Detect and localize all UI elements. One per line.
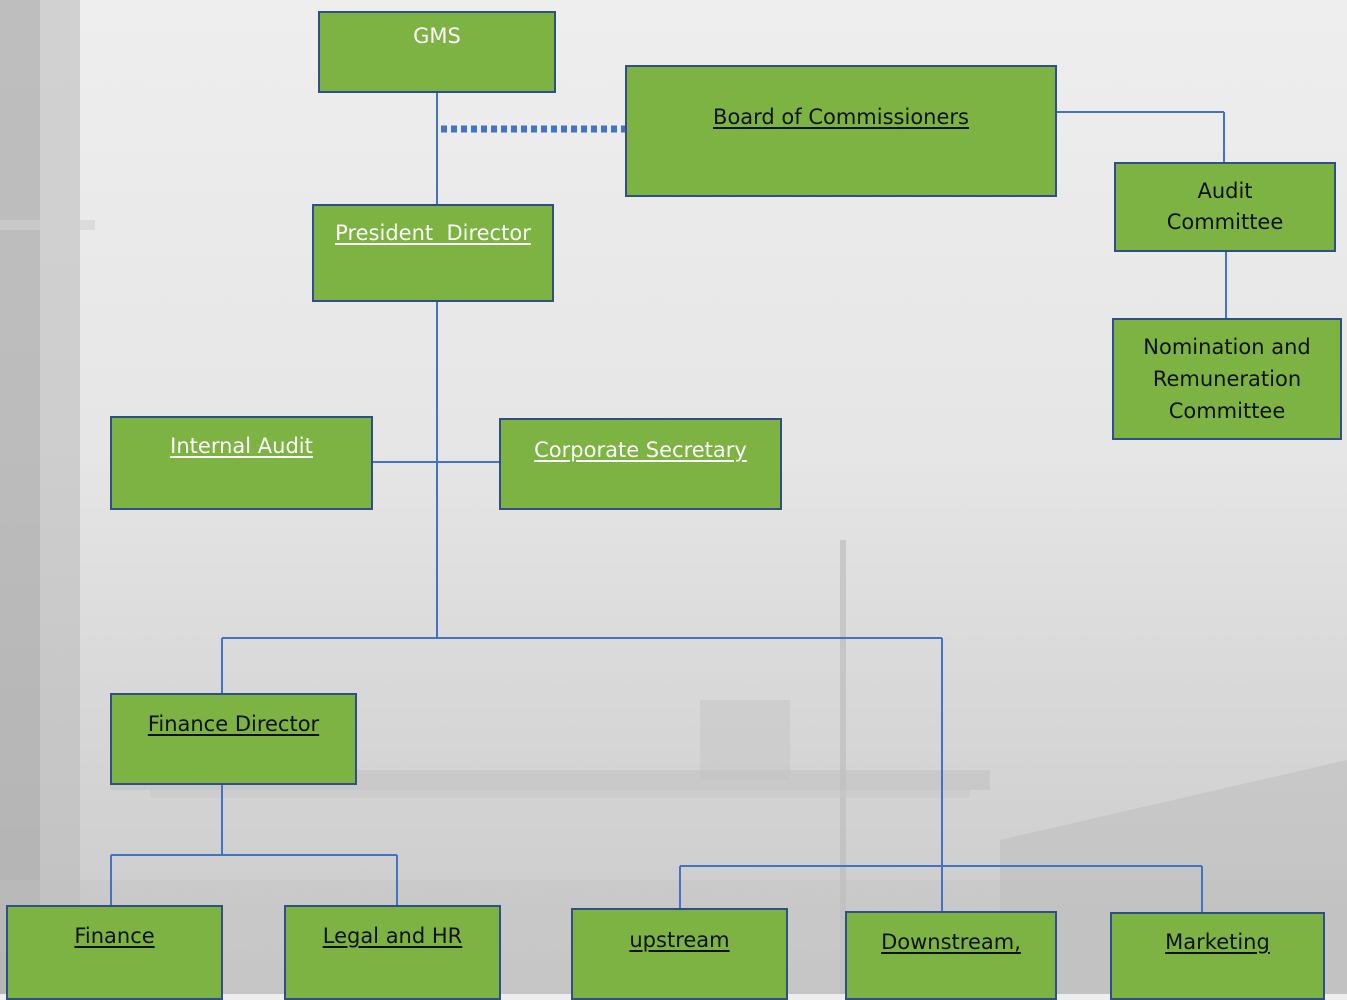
audit-committee-box: Audit Committee	[1114, 162, 1336, 252]
president-director-link[interactable]: President Director	[335, 221, 531, 245]
nomination-remuneration-committee-label: Nomination and Remuneration Committee	[1143, 335, 1311, 423]
finance-box[interactable]: Finance	[6, 905, 223, 1000]
board-of-commissioners-box[interactable]: Board of Commissioners	[625, 65, 1057, 197]
internal-audit-box[interactable]: Internal Audit	[110, 416, 373, 510]
legal-hr-box[interactable]: Legal and HR	[284, 905, 501, 1000]
upstream-link[interactable]: upstream	[629, 928, 730, 952]
legal-hr-link[interactable]: Legal and HR	[322, 924, 463, 948]
gms-label: GMS	[413, 24, 461, 48]
corporate-secretary-link[interactable]: Corporate Secretary	[534, 438, 747, 462]
downstream-box[interactable]: Downstream,	[845, 911, 1057, 1000]
marketing-box[interactable]: Marketing	[1110, 912, 1325, 1000]
president-director-box[interactable]: President Director	[312, 204, 554, 302]
finance-director-link[interactable]: Finance Director	[147, 712, 320, 736]
downstream-link[interactable]: Downstream,	[881, 930, 1021, 954]
finance-director-box[interactable]: Finance Director	[110, 693, 357, 785]
audit-committee-label: Audit Committee	[1166, 179, 1284, 234]
gms-box: GMS	[318, 11, 556, 93]
corporate-secretary-box[interactable]: Corporate Secretary	[499, 418, 782, 510]
nomination-remuneration-committee-box: Nomination and Remuneration Committee	[1112, 318, 1342, 440]
internal-audit-link[interactable]: Internal Audit	[170, 434, 313, 458]
upstream-box[interactable]: upstream	[571, 908, 788, 1000]
board-of-commissioners-link[interactable]: Board of Commissioners	[713, 105, 969, 129]
finance-link[interactable]: Finance	[74, 924, 155, 948]
marketing-link[interactable]: Marketing	[1165, 930, 1270, 954]
